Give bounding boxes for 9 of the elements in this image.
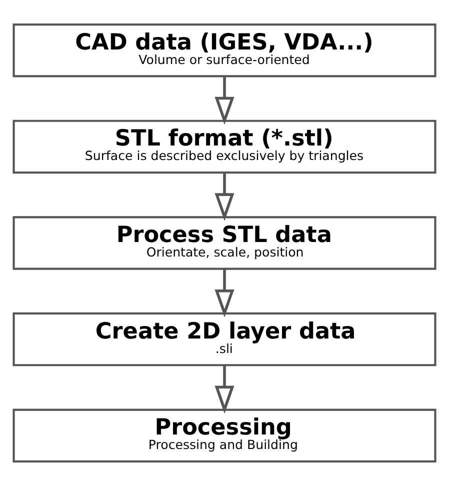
arrow	[214, 364, 234, 414]
node-box: STL format (*.stl) Surface is described exclusively by triangles	[12, 119, 436, 174]
node-box: Processing Processing and Building	[12, 408, 436, 462]
arrow	[214, 76, 234, 124]
node-box: Process STL data Orientate, scale, position	[12, 216, 436, 270]
node-box: CAD data (IGES, VDA...) Volume or surface-oriented	[12, 23, 436, 77]
arrow	[214, 172, 234, 221]
arrow	[214, 268, 234, 317]
node-box: Create 2D layer data .sli	[12, 312, 436, 366]
